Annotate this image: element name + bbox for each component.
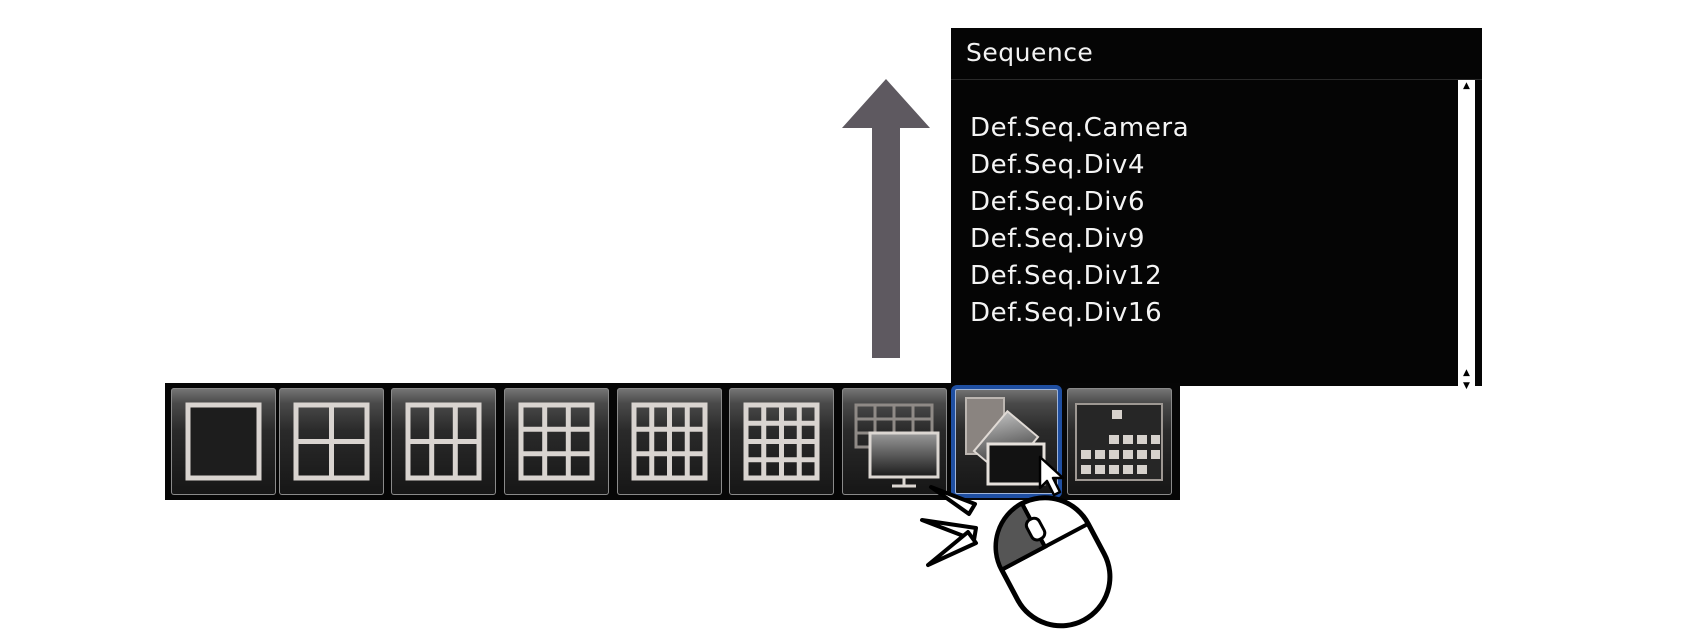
schedule-button[interactable]: [1067, 388, 1172, 495]
calendar-icon: [1075, 403, 1163, 481]
single-screen-icon: [185, 402, 262, 481]
sequence-icon: [965, 397, 1046, 486]
grid-2x2-icon: [293, 402, 370, 481]
layout-12-button[interactable]: [617, 388, 722, 495]
scrollbar[interactable]: ▲ ▲ ▼: [1458, 80, 1475, 404]
layout-4-button[interactable]: [279, 388, 384, 495]
sequence-item-div9[interactable]: Def.Seq.Div9: [970, 224, 1146, 254]
sequence-item-div4[interactable]: Def.Seq.Div4: [970, 150, 1146, 180]
mouse-icon: [993, 495, 1113, 629]
grid-3x2-icon: [405, 402, 482, 481]
layout-6-button[interactable]: [391, 388, 496, 495]
sequence-item-camera[interactable]: Def.Seq.Camera: [970, 113, 1190, 143]
popup-title: Sequence: [966, 38, 1094, 67]
layout-9-button[interactable]: [504, 388, 609, 495]
sequence-item-div16[interactable]: Def.Seq.Div16: [970, 298, 1163, 328]
scroll-up-icon[interactable]: ▲: [1463, 81, 1470, 91]
sequence-item-div12[interactable]: Def.Seq.Div12: [970, 261, 1163, 291]
layout-toolbar: [165, 383, 1180, 500]
grid-4x3-icon: [631, 402, 708, 481]
sequence-item-div6[interactable]: Def.Seq.Div6: [970, 187, 1146, 217]
grid-3x3-icon: [518, 402, 595, 481]
sequence-list: Def.Seq.Camera Def.Seq.Div4 Def.Seq.Div6…: [970, 110, 1189, 332]
popup-divider: [951, 79, 1482, 80]
sequence-button[interactable]: [951, 385, 1062, 498]
sequence-popup: Sequence Def.Seq.Camera Def.Seq.Div4 Def…: [951, 28, 1482, 404]
layout-1-button[interactable]: [171, 388, 276, 495]
scroll-down-icon[interactable]: ▼: [1463, 381, 1470, 391]
scroll-up-icon[interactable]: ▲: [1463, 368, 1470, 378]
monitor-grid-icon: [854, 403, 940, 488]
layout-16-button[interactable]: [729, 388, 834, 495]
spot-monitor-button[interactable]: [842, 388, 947, 495]
grid-4x4-icon: [743, 402, 820, 481]
